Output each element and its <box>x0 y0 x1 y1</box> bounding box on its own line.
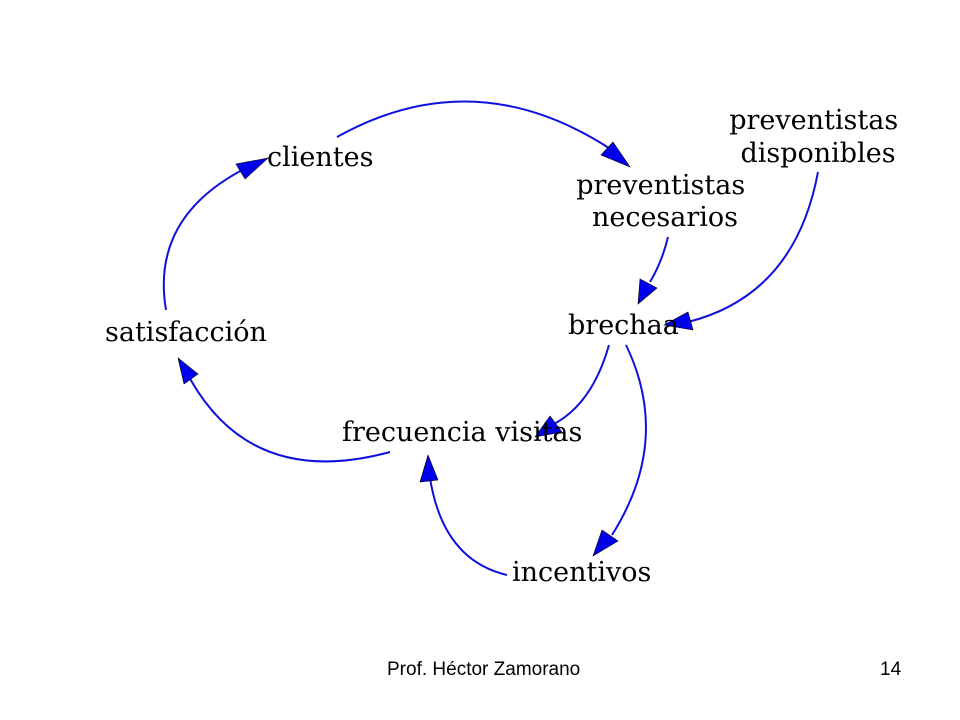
link-frecuencia-visitas-to-satisfaccion <box>187 374 391 463</box>
node-incentivos: incentivos <box>512 557 651 588</box>
node-brechaa: brechaa <box>568 310 679 341</box>
node-satisfaccion: satisfacción <box>105 317 267 348</box>
arrowhead-to-preventistas-necesarios <box>600 141 631 168</box>
arrowhead-to-frecuencia-visitas-from-incentivos <box>419 454 439 483</box>
arrowhead-to-brechaa-from-necesarios <box>637 278 658 305</box>
footer-author: Prof. Héctor Zamorano <box>387 659 581 680</box>
node-preventistas-necesarios-line-1: preventistas <box>576 170 745 201</box>
link-clientes-to-preventistas-necesarios <box>336 100 613 151</box>
node-preventistas-necesarios: preventistas necesarios <box>576 170 754 233</box>
node-preventistas-disponibles: preventistas disponibles <box>729 105 907 169</box>
node-clientes: clientes <box>267 142 373 173</box>
link-preventistas-necesarios-to-brechaa <box>649 236 669 283</box>
link-incentivos-to-frecuencia-visitas <box>429 477 508 576</box>
link-preventistas-disponibles-to-brechaa <box>687 171 819 323</box>
arrowhead-to-incentivos <box>592 529 619 557</box>
link-satisfaccion-to-clientes <box>162 165 251 311</box>
node-preventistas-disponibles-line-1: preventistas <box>729 105 898 136</box>
arrowhead-to-clientes <box>235 157 269 180</box>
arrowhead-to-frecuencia-visitas-from-brechaa <box>534 415 563 438</box>
page-number: 14 <box>880 659 902 680</box>
arrowhead-to-brechaa-from-disponibles <box>663 311 694 331</box>
link-brechaa-to-frecuencia-visitas <box>551 344 610 426</box>
node-frecuencia-visitas: frecuencia visitas <box>342 417 582 448</box>
node-preventistas-disponibles-line-2: disponibles <box>740 138 895 169</box>
link-brechaa-to-incentivos <box>611 344 647 536</box>
arrowhead-to-satisfaccion <box>177 357 199 385</box>
node-preventistas-necesarios-line-2: necesarios <box>592 202 738 233</box>
